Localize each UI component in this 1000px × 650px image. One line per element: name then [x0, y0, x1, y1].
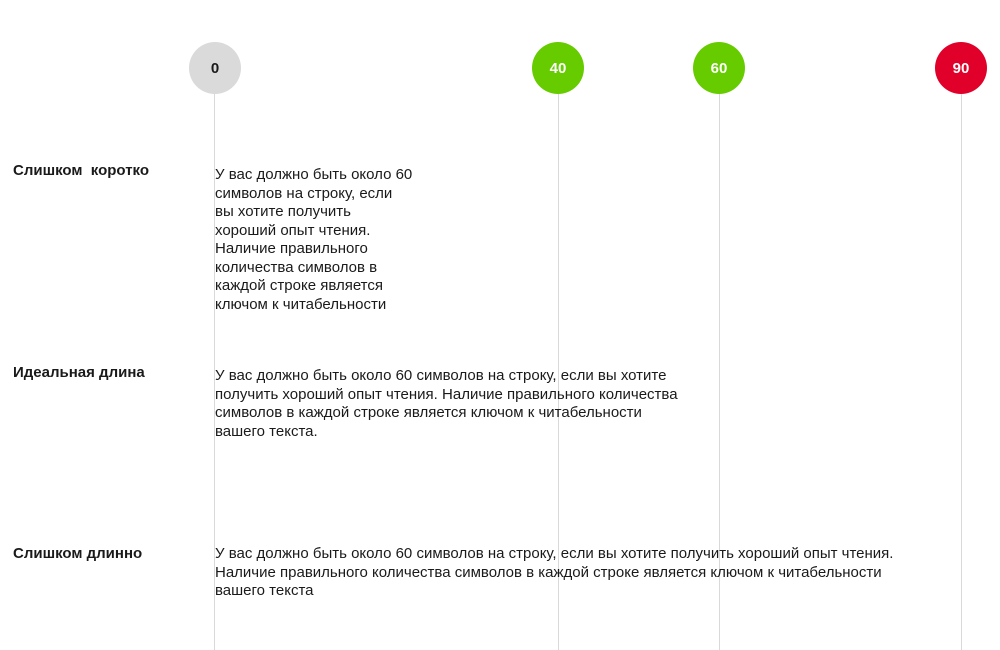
guide-line-90: [961, 68, 962, 650]
marker-0: 0: [189, 42, 241, 94]
text-line: хороший опыт чтения.: [215, 221, 371, 239]
sample-text-ideal: У вас должно быть около 60 символов на с…: [215, 367, 678, 441]
text-line: символов в каждой строке является ключом…: [215, 404, 642, 421]
text-line: вы хотите получить: [215, 203, 351, 220]
row-label-ideal: Идеальная длина: [13, 364, 145, 381]
row-label-too-long: Слишком длинно: [13, 545, 143, 562]
text-line: У вас должно быть около 60: [215, 166, 413, 183]
text-line: Наличие правильного количества символов …: [215, 563, 882, 581]
marker-40: 40: [532, 42, 584, 94]
marker-90-value: 90: [952, 59, 970, 77]
text-line: количества символов в: [215, 258, 378, 276]
guide-line-40: [558, 68, 559, 650]
guide-line-0: [214, 68, 215, 650]
text-line: символов на строку, если: [215, 184, 393, 202]
marker-40-value: 40: [549, 59, 567, 77]
text-line: вашего текста.: [215, 422, 318, 440]
text-line: получить хороший опыт чтения. Наличие пр…: [215, 385, 678, 403]
marker-90: 90: [935, 42, 987, 94]
guide-line-60: [719, 68, 720, 650]
sample-text-too-long: У вас должно быть около 60 символов на с…: [215, 545, 893, 601]
text-line: У вас должно быть около 60 символов на с…: [215, 545, 894, 562]
marker-0-value: 0: [210, 59, 220, 77]
sample-text-too-short: У вас должно быть около 60 символов на с…: [215, 166, 412, 314]
marker-60: 60: [693, 42, 745, 94]
text-line: У вас должно быть около 60 символов на с…: [215, 367, 667, 384]
marker-60-value: 60: [710, 59, 728, 77]
text-line: Наличие правильного: [215, 240, 368, 257]
text-line: каждой строке является: [215, 277, 383, 294]
row-label-too-short: Слишком коротко: [13, 162, 150, 179]
text-line: ключом к читабельности: [215, 295, 387, 313]
text-line: вашего текста: [215, 582, 314, 599]
